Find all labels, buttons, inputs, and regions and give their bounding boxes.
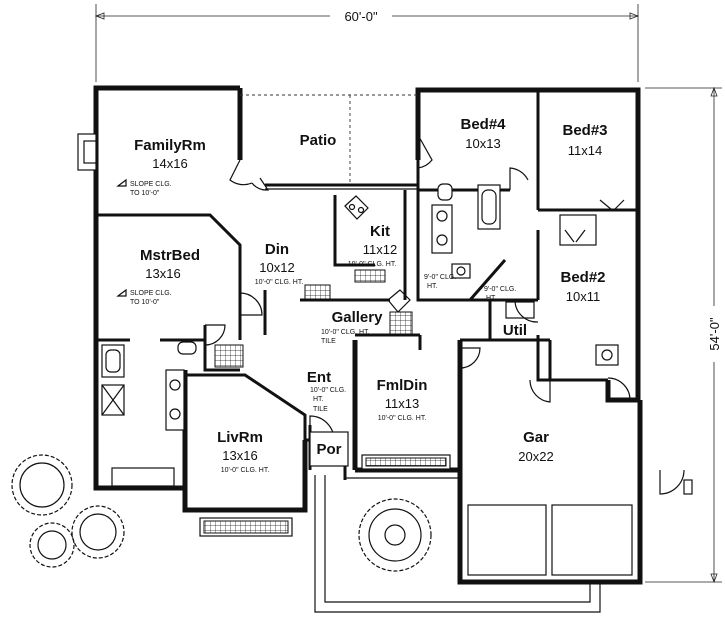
entry-tile: TILE bbox=[313, 406, 328, 413]
toilet-fixture bbox=[177, 341, 197, 355]
living-room-size: 13x16 bbox=[222, 448, 257, 463]
bath-note: 9'-0" CLG. bbox=[424, 274, 456, 281]
bath-note-2: HT. bbox=[427, 283, 438, 290]
door-swings bbox=[204, 134, 693, 495]
width-dimension-label: 60'-0" bbox=[344, 9, 378, 24]
dining-name: Din bbox=[265, 241, 289, 258]
shrub-left bbox=[11, 454, 125, 568]
master-bed-note-2: TO 10'-0" bbox=[130, 299, 160, 306]
porch-name: Por bbox=[316, 441, 341, 458]
bed4-size: 10x13 bbox=[465, 136, 500, 151]
master-bed-size: 13x16 bbox=[145, 266, 180, 281]
living-room-name: LivRm bbox=[217, 429, 263, 446]
living-room-note: 10'-0" CLG. HT. bbox=[221, 467, 270, 474]
gallery-name: Gallery bbox=[332, 309, 384, 326]
exterior-walls bbox=[77, 85, 643, 585]
family-room-note: SLOPE CLG. bbox=[130, 181, 172, 188]
util-name: Util bbox=[503, 322, 527, 339]
patio: Patio bbox=[240, 94, 418, 190]
garage-door-left bbox=[467, 504, 547, 576]
bed3-size: 11x14 bbox=[568, 143, 602, 158]
width-dimension: 60'-0" bbox=[94, 4, 640, 82]
fixtures bbox=[101, 183, 633, 576]
site-features bbox=[11, 431, 601, 613]
family-room-note-2: TO 10'-0" bbox=[130, 190, 160, 197]
kitchen-size: 11x12 bbox=[363, 242, 397, 257]
entry-note: 10'-0" CLG. bbox=[310, 387, 346, 394]
master-bed-name: MstrBed bbox=[140, 247, 200, 264]
gallery-tile: TILE bbox=[321, 338, 336, 345]
kitchen-name: Kit bbox=[370, 223, 390, 240]
room-labels: FamilyRm 14x16 SLOPE CLG. TO 10'-0" Bed#… bbox=[116, 116, 608, 474]
bed3-name: Bed#3 bbox=[562, 122, 607, 139]
kitchen-sink bbox=[344, 195, 369, 220]
garage-door-right bbox=[551, 504, 633, 576]
depth-dimension-label: 54'-0" bbox=[707, 317, 722, 351]
patio-label: Patio bbox=[300, 132, 337, 149]
hall-note-2: HT. bbox=[486, 295, 497, 302]
entry-note-2: HT. bbox=[313, 396, 324, 403]
gallery-note: 10'-0" CLG. HT. bbox=[321, 329, 370, 336]
bed2-size: 10x11 bbox=[566, 289, 600, 304]
family-room-name: FamilyRm bbox=[134, 137, 206, 154]
shrub-right bbox=[358, 498, 432, 572]
depth-dimension: 54'-0" bbox=[645, 86, 724, 584]
garage-name: Gar bbox=[523, 429, 549, 446]
formal-dining-name: FmlDin bbox=[377, 377, 428, 394]
dining-note: 10'-0" CLG. HT. bbox=[255, 279, 304, 286]
master-bed-note: SLOPE CLG. bbox=[130, 290, 172, 297]
garage-size: 20x22 bbox=[518, 449, 553, 464]
dining-size: 10x12 bbox=[259, 260, 294, 275]
entry-name: Ent bbox=[307, 369, 331, 386]
bed2-name: Bed#2 bbox=[560, 269, 605, 286]
family-room-size: 14x16 bbox=[152, 156, 187, 171]
hall-note: 9'-0" CLG. bbox=[484, 286, 516, 293]
kitchen-note: 10'-0" CLG. HT. bbox=[348, 261, 397, 268]
porch bbox=[309, 431, 349, 467]
formal-dining-note: 10'-0" CLG. HT. bbox=[378, 415, 427, 422]
bed4-name: Bed#4 bbox=[460, 116, 506, 133]
formal-dining-size: 11x13 bbox=[385, 396, 419, 411]
